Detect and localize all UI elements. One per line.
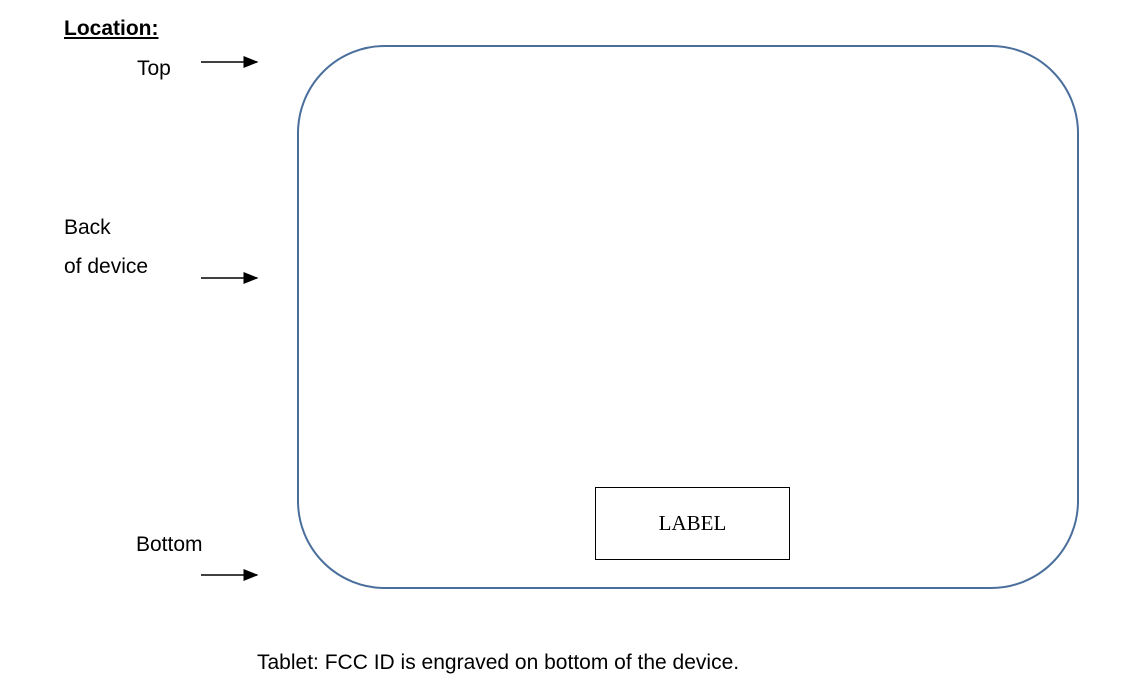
location-heading: Location: <box>64 17 159 40</box>
caption: Tablet: FCC ID is engraved on bottom of … <box>257 651 740 674</box>
back-label-line1: Back <box>64 216 111 239</box>
bottom-label: Bottom <box>136 533 203 556</box>
top-label: Top <box>137 57 171 80</box>
back-label-line2: of device <box>64 255 149 278</box>
label-box: LABEL <box>595 487 790 560</box>
device-outline <box>297 45 1079 589</box>
